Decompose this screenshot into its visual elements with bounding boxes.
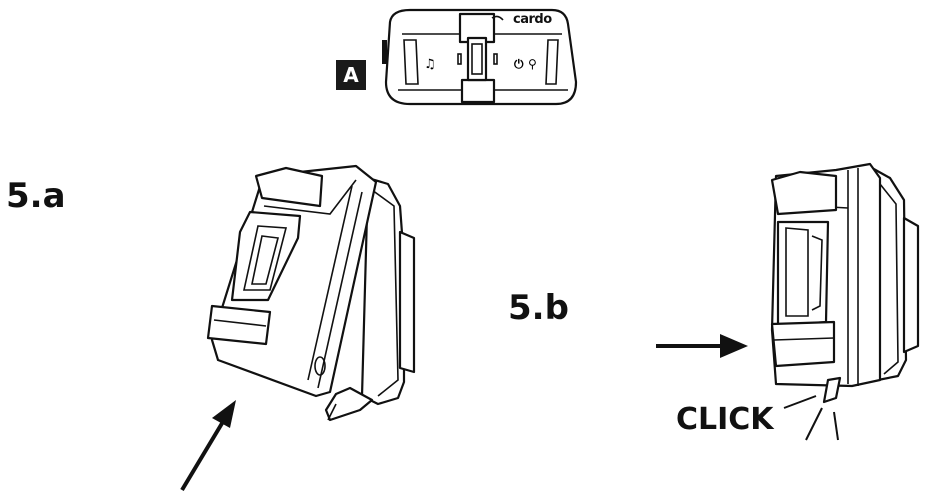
step-label-5a: 5.a bbox=[6, 176, 66, 216]
device-tilted-5a bbox=[206, 164, 416, 422]
step-label-5b: 5.b bbox=[508, 288, 569, 328]
device-front-view bbox=[382, 8, 578, 106]
click-burst bbox=[783, 395, 839, 441]
callout-badge-a: A bbox=[336, 60, 366, 90]
push-arrow-5a bbox=[180, 400, 236, 492]
click-label: CLICK bbox=[676, 402, 774, 437]
brand-logo: cardo bbox=[513, 12, 552, 27]
device-upright-5b bbox=[770, 162, 920, 404]
music-note-icon: ♫ bbox=[424, 57, 436, 72]
push-arrow-5b bbox=[656, 334, 748, 358]
power-icon: ⏻ bbox=[514, 57, 524, 71]
voice-icon: ⚲ bbox=[528, 57, 537, 71]
